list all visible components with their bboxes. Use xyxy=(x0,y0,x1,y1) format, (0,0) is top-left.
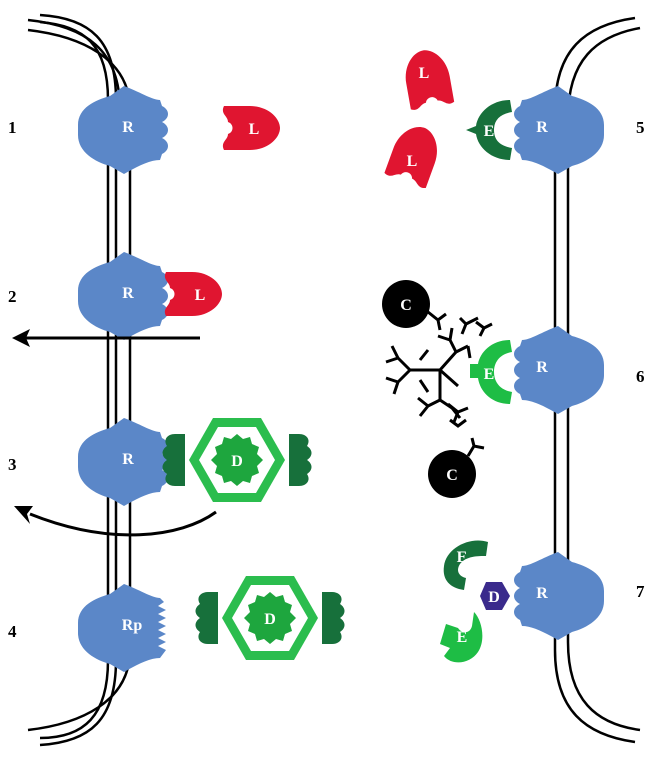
arrow-icon xyxy=(14,506,217,537)
enzyme-icon: E xyxy=(466,100,512,160)
ligand-label: L xyxy=(419,65,430,82)
receptor-label: R xyxy=(536,359,548,376)
enzyme-label: E xyxy=(484,123,495,140)
step-1-number: 1 xyxy=(8,118,17,137)
step-3-number: 3 xyxy=(8,455,17,474)
receptor-icon: R xyxy=(78,86,168,174)
drug-icon: D xyxy=(480,582,510,610)
enzyme-label: E xyxy=(457,629,468,646)
enzyme-icon: E xyxy=(470,340,512,404)
receptor-label: R xyxy=(536,119,548,136)
enzyme-icon: E xyxy=(440,612,483,663)
receptor-icon: R xyxy=(514,552,604,640)
antibody-complex-icon xyxy=(385,327,472,419)
enzyme-label: E xyxy=(484,366,495,383)
drug-label: D xyxy=(488,589,500,606)
cell-icon: C xyxy=(428,437,485,498)
ligand-label: L xyxy=(249,121,260,138)
receptor-label: R xyxy=(536,585,548,602)
step-7-number: 7 xyxy=(636,582,645,601)
enzyme-label: E xyxy=(457,549,468,566)
cell-icon: C xyxy=(382,280,447,331)
receptor-label: R xyxy=(122,285,134,302)
drug-capsule-icon: D xyxy=(162,418,312,502)
drug-capsule-icon: D xyxy=(195,576,345,660)
step-6-number: 6 xyxy=(636,367,645,386)
ligand-icon: L xyxy=(164,272,222,316)
enzyme-icon: E xyxy=(443,540,488,590)
receptor-icon: R xyxy=(514,326,604,414)
ligand-label: L xyxy=(407,153,418,170)
ligand-label: L xyxy=(195,287,206,304)
step-5-number: 5 xyxy=(636,118,645,137)
arrow-icon xyxy=(12,329,200,347)
step-2-number: 2 xyxy=(8,287,17,306)
receptor-icon: Rp xyxy=(78,584,166,672)
drug-label: D xyxy=(231,453,243,470)
receptor-phos-label: Rp xyxy=(122,617,143,634)
receptor-icon: R xyxy=(514,86,604,174)
cell-label: C xyxy=(400,297,412,314)
receptor-label: R xyxy=(122,119,134,136)
receptor-icon: R xyxy=(78,252,168,340)
ligand-icon: L xyxy=(222,106,280,150)
cell-label: C xyxy=(446,467,458,484)
receptor-label: R xyxy=(122,451,134,468)
receptor-icon: R xyxy=(78,418,168,506)
step-4-number: 4 xyxy=(8,622,17,641)
drug-label: D xyxy=(264,611,276,628)
